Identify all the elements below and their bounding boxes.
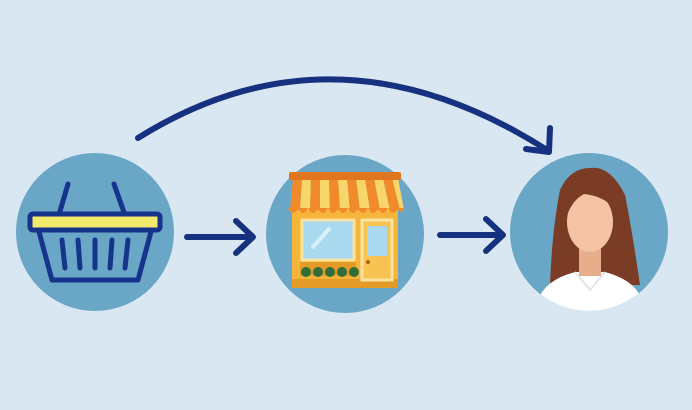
flow-arrows	[135, 76, 553, 256]
awning	[288, 172, 404, 213]
node-customer	[510, 153, 668, 311]
plants	[301, 267, 359, 277]
customer-face	[567, 192, 613, 252]
arrow-basket-to-store	[184, 218, 256, 256]
arrow-basket-to-customer-curved	[135, 76, 553, 155]
store-window	[300, 218, 356, 262]
storefront-icon	[288, 172, 404, 288]
shopping-basket-icon	[27, 181, 163, 283]
arrow-store-to-customer	[437, 216, 506, 254]
node-basket	[16, 153, 174, 311]
node-store	[266, 155, 424, 313]
